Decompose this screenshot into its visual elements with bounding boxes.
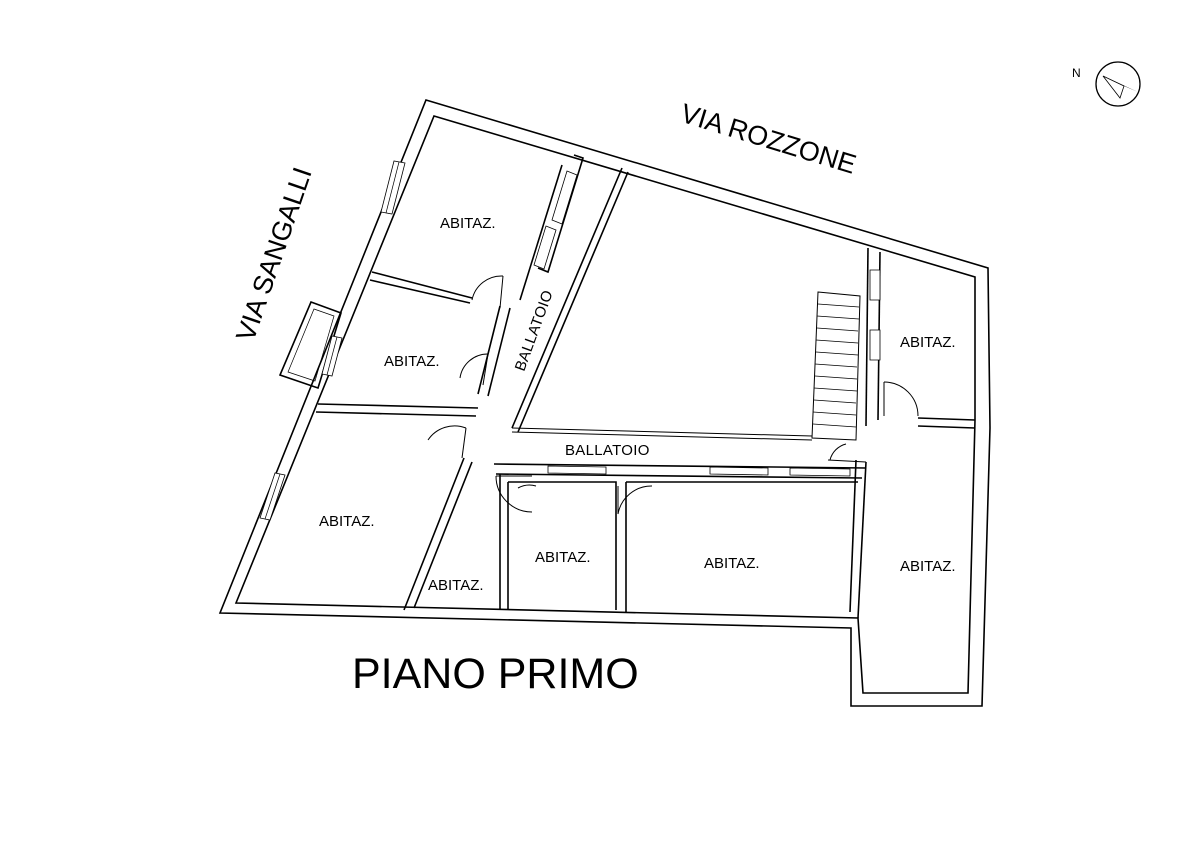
room-label: ABITAZ.	[384, 353, 440, 370]
north-label: N	[1072, 66, 1081, 80]
room-label: ABITAZ.	[704, 555, 760, 572]
west-windows	[259, 160, 406, 521]
room-label: ABITAZ.	[319, 513, 375, 530]
room-label: ABITAZ.	[900, 558, 956, 575]
room-label: ABITAZ.	[440, 215, 496, 232]
north-arrow-icon	[1095, 61, 1141, 107]
room-labels: ABITAZ. ABITAZ. ABITAZ. ABITAZ. ABITAZ. …	[319, 215, 956, 594]
interior-walls	[315, 154, 976, 619]
balcony	[278, 300, 342, 390]
staircase	[812, 303, 860, 428]
outer-walls	[218, 99, 991, 707]
floor-title: PIANO PRIMO	[352, 650, 639, 698]
room-label: ABITAZ.	[900, 334, 956, 351]
room-label: ABITAZ.	[428, 577, 484, 594]
corridor-label-horizontal: BALLATOIO	[565, 442, 650, 459]
room-label: ABITAZ.	[535, 549, 591, 566]
street-label-via-rozzone: VIA ROZZONE	[677, 98, 859, 180]
corridor-label-vertical: BALLATOIO	[512, 288, 557, 373]
